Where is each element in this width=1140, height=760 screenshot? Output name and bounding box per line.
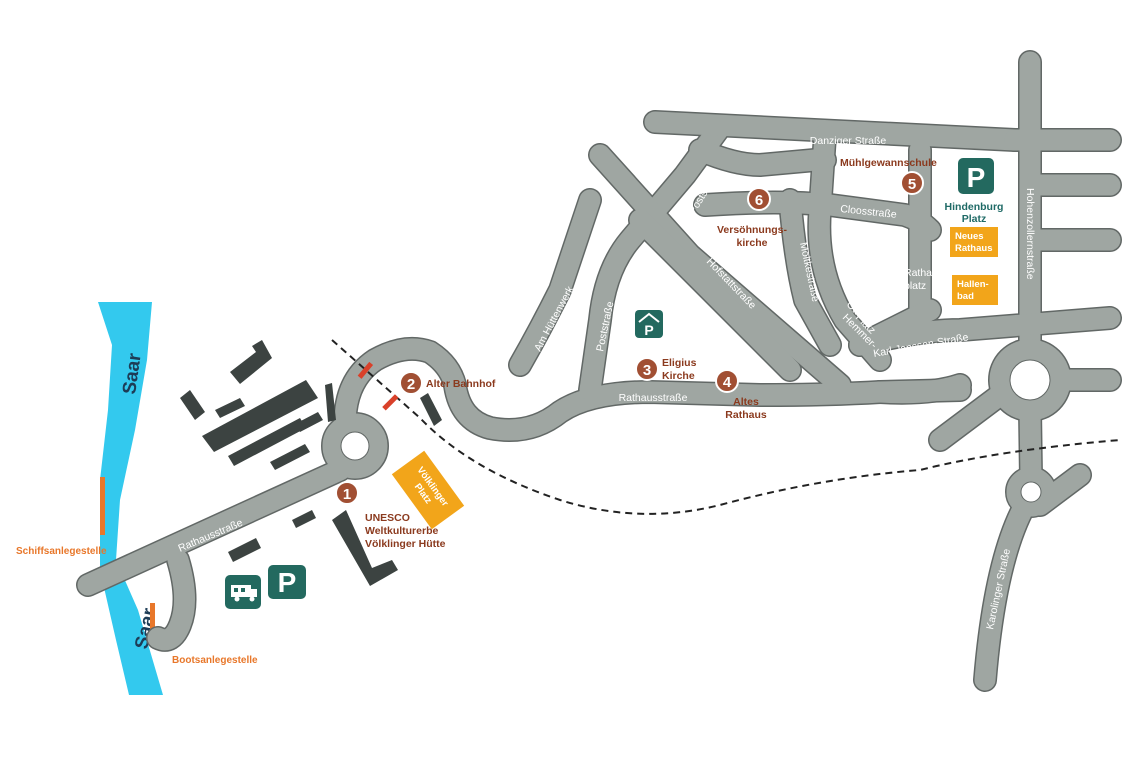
building [180, 390, 205, 420]
poi-6-label-line2: kirche [737, 237, 768, 249]
poi-3-label-line2: Kirche [662, 370, 695, 382]
road-block-east [808, 124, 891, 371]
street-hohenzollernstrasse: Hohenzollernstraße [1024, 188, 1036, 280]
neues-rathaus-line1: Neues [955, 231, 984, 242]
road-boot-loop [147, 549, 196, 651]
street-danziger: Danziger Straße [810, 135, 887, 147]
roundabout-island-east [1009, 359, 1051, 401]
camper-van-icon[interactable] [225, 575, 261, 609]
roundabout-island-south [1020, 481, 1042, 503]
road-versoehnung-block [689, 139, 836, 176]
neues-rathaus-line2: Rathaus [955, 243, 992, 254]
building [270, 444, 310, 470]
road-karolinger-east [1029, 464, 1091, 516]
road-moltke [779, 189, 841, 356]
poi-6-number: 6 [755, 192, 763, 209]
building [230, 340, 272, 384]
road-am-huettenwerk [509, 189, 601, 376]
poi-1-label-line3: Völklinger Hütte [365, 538, 446, 550]
parking-hindenburg-symbol: P [967, 162, 986, 193]
road-karolinger [974, 494, 1036, 691]
poi-4-label-line2: Rathaus [725, 409, 767, 421]
building [325, 383, 336, 422]
poi-5-label: Mühlgewannschule [840, 157, 937, 169]
hindenburg-label-line2: Platz [962, 213, 987, 225]
neues-rathaus-box: Neues Rathaus [950, 227, 998, 257]
poi-1-number: 1 [343, 486, 351, 503]
road-fills [77, 51, 1121, 691]
street-rathausplatz-2: platz [904, 280, 926, 292]
poi-2-number: 2 [407, 376, 415, 393]
hindenburg-label-line1: Hindenburg [945, 201, 1004, 213]
railway-line [331, 339, 1121, 515]
boot-landing-marker [150, 603, 155, 641]
building [228, 418, 306, 466]
poi-3-label-line1: Eligius [662, 357, 697, 369]
parking-huette[interactable]: P [268, 565, 306, 599]
railway-crossing-north [357, 361, 374, 379]
boot-landing-label: Bootsanlegestelle [172, 655, 258, 666]
poi-1[interactable]: 1 [335, 481, 359, 505]
saar-river [98, 302, 163, 695]
poi-6-label-line1: Versöhnungs- [717, 224, 788, 236]
road-rathausstrasse-east-bend [869, 374, 971, 404]
huette-buildings [180, 340, 442, 586]
building [420, 393, 442, 426]
building [295, 412, 323, 432]
poi-2-label: Alter Bahnhof [426, 378, 496, 390]
parking-garage-icon[interactable]: P [635, 310, 663, 338]
building [332, 510, 398, 586]
road-karolinger-north [1019, 399, 1042, 489]
poi-5-number: 5 [908, 176, 916, 193]
parking-huette-symbol: P [278, 567, 297, 598]
street-rathausplatz-1: Rathaus- [904, 267, 947, 279]
parking-garage-symbol: P [644, 322, 653, 338]
street-cloosstrasse: Cloosstraße [840, 203, 898, 221]
poi-5[interactable]: 5 [900, 171, 924, 195]
poi-1-label-line1: UNESCO [365, 512, 410, 524]
road-poststrasse-south [579, 119, 729, 401]
road-hofstattstrasse [629, 209, 801, 381]
building [202, 380, 318, 452]
parking-hindenburg[interactable]: P [958, 158, 994, 194]
poi-2[interactable]: 2 [399, 371, 423, 395]
poi-6[interactable]: 6 [747, 187, 771, 211]
hallenbad-line1: Hallen- [957, 279, 989, 290]
road-rathausstrasse-west [77, 459, 351, 596]
roundabout-island-west [340, 431, 370, 461]
road-rathausstrasse-mid [444, 374, 971, 441]
schiff-landing-label: Schiffsanlegestelle [16, 546, 107, 557]
road-east-se [929, 384, 1011, 451]
poi-4-number: 4 [723, 374, 732, 391]
road-otto-hemmer [849, 299, 941, 356]
poi-4[interactable]: 4 [715, 369, 739, 393]
hallenbad-box: Hallen- bad [952, 275, 998, 305]
railway-crossing-south [382, 394, 399, 411]
road-poststrasse-branch [589, 144, 851, 396]
poi-3-number: 3 [643, 362, 651, 379]
schiff-landing-marker [100, 477, 105, 535]
building [228, 538, 261, 562]
poi-1-label-line2: Weltkulturerbe [365, 525, 438, 537]
poi-3[interactable]: 3 [635, 357, 659, 381]
hallenbad-line2: bad [957, 291, 974, 302]
road-bahnhof-curve [334, 338, 466, 435]
building [292, 510, 316, 528]
street-rathausstrasse-east: Rathausstraße [619, 392, 688, 404]
road-danziger [644, 111, 1026, 151]
building [215, 398, 245, 418]
poi-4-label-line1: Altes [733, 396, 759, 408]
